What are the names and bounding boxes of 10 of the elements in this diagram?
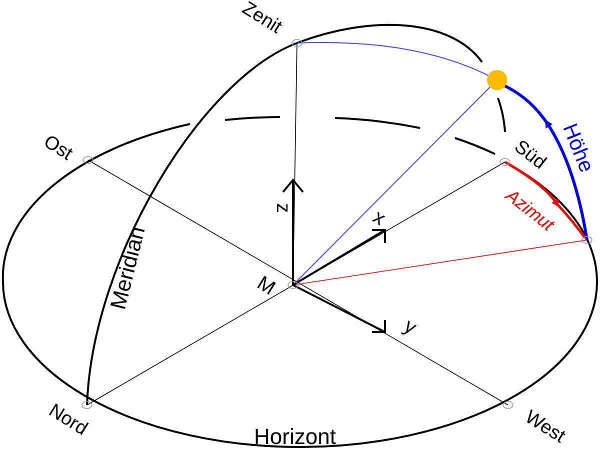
circle-label: Meridian: [107, 224, 149, 312]
point-label: Ost: [40, 132, 76, 164]
angle-label: Höhe: [558, 120, 598, 176]
point-label: M: [254, 273, 278, 299]
axis-label: y: [400, 316, 420, 338]
axis-label: x: [369, 206, 389, 230]
point-label: Süd: [510, 137, 550, 173]
point-label: Nord: [46, 401, 90, 439]
circle-label: Horizont: [254, 426, 336, 448]
axis-label: z: [273, 203, 293, 213]
